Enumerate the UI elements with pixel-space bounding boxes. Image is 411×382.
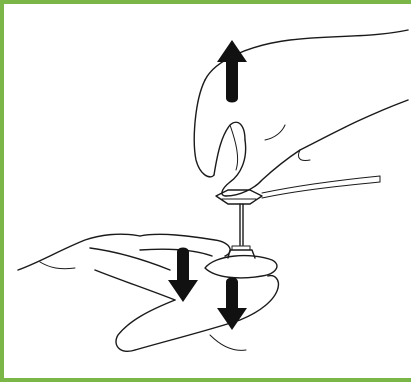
arrow-down-icon — [217, 278, 247, 331]
connector-clip — [216, 176, 380, 245]
arrow-down-icon — [168, 248, 198, 303]
lower-hand — [18, 234, 278, 351]
arrow-up-icon — [217, 40, 247, 103]
base-plate — [205, 246, 277, 278]
